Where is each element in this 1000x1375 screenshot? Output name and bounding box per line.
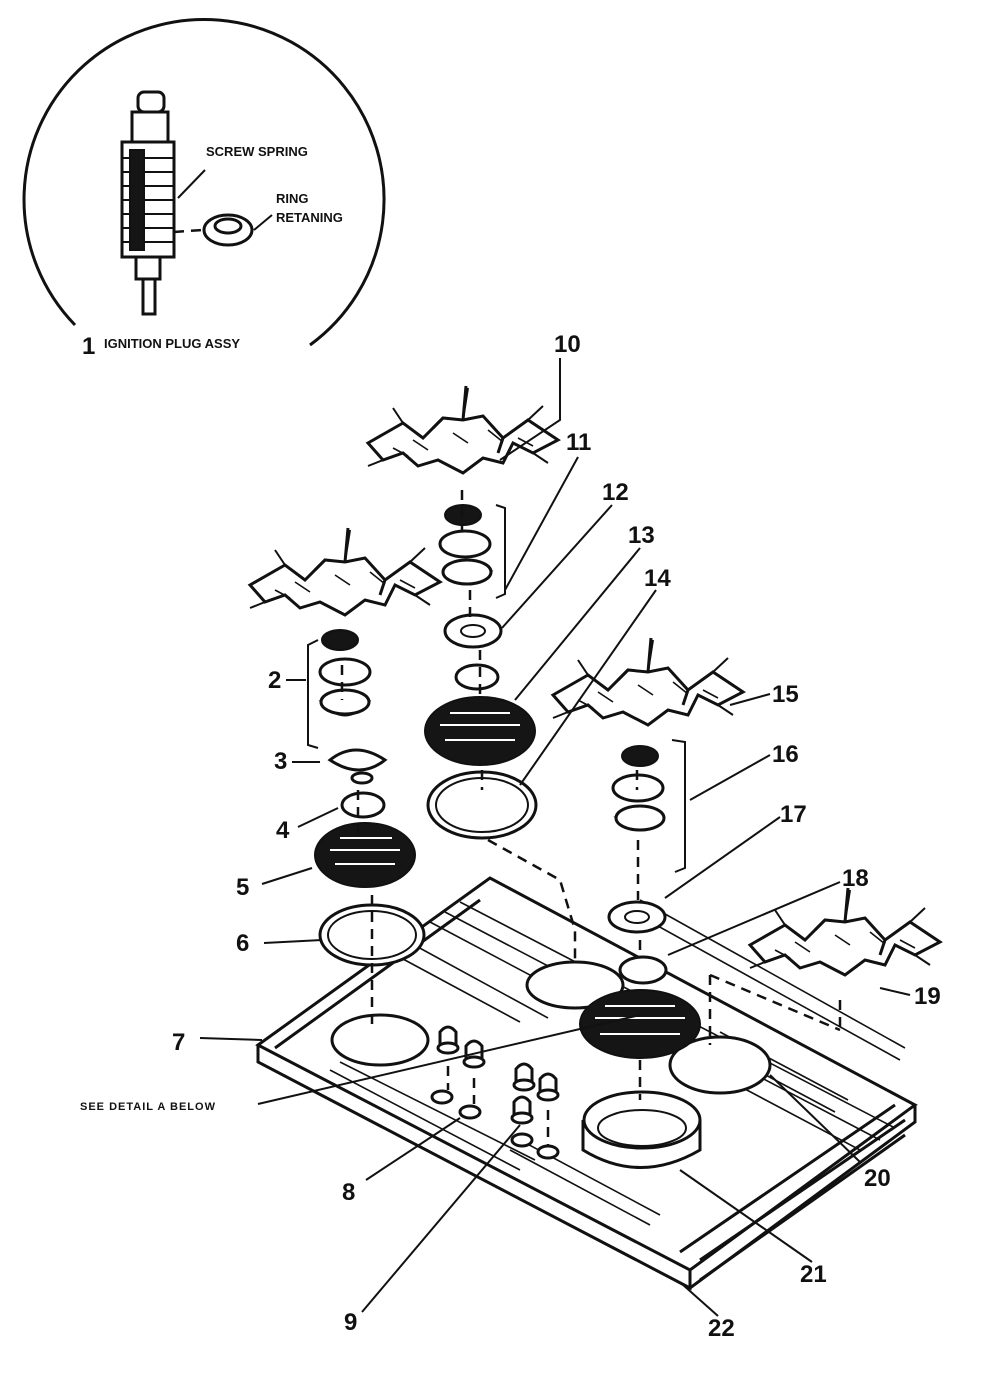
callout-6: 6 bbox=[236, 930, 249, 957]
control-knob-icon bbox=[430, 1025, 560, 1160]
callout-7: 7 bbox=[172, 1029, 185, 1056]
see-detail-a-label: SEE DETAIL A BELOW bbox=[80, 1101, 216, 1113]
callout-17: 17 bbox=[780, 801, 807, 828]
left-burner-stack bbox=[248, 526, 442, 1030]
callout-4: 4 bbox=[276, 817, 290, 844]
rear-burner-stack bbox=[366, 384, 577, 960]
callout-12: 12 bbox=[602, 479, 629, 506]
callout-21: 21 bbox=[800, 1261, 827, 1288]
detail-circle bbox=[22, 18, 386, 347]
right-burner-stack bbox=[551, 636, 745, 1100]
callout-9: 9 bbox=[344, 1309, 357, 1336]
ignition-plug-assy-label: IGNITION PLUG ASSY bbox=[104, 336, 240, 351]
callout-2: 2 bbox=[268, 667, 281, 694]
burner-opening-rear-left bbox=[525, 960, 625, 1010]
callout-13: 13 bbox=[628, 522, 655, 549]
drip-pan-icon bbox=[581, 1090, 702, 1169]
ignition-plug-icon bbox=[120, 90, 176, 316]
burner-grate-icon bbox=[551, 636, 745, 727]
retaining-ring-icon bbox=[202, 213, 254, 247]
callout-15: 15 bbox=[772, 681, 799, 708]
screw-spring-label: SCREW SPRING bbox=[206, 144, 308, 159]
burner-cap-icon bbox=[441, 558, 493, 586]
burner-grate-icon bbox=[248, 526, 442, 617]
burner-cap-icon bbox=[614, 804, 666, 832]
callout-22: 22 bbox=[708, 1315, 735, 1342]
callout-20: 20 bbox=[864, 1165, 891, 1192]
callout-5: 5 bbox=[236, 874, 249, 901]
burner-opening-rear-right bbox=[668, 1035, 772, 1095]
retaining-label: RETANING bbox=[276, 210, 343, 225]
callout-16: 16 bbox=[772, 741, 799, 768]
callout-19: 19 bbox=[914, 983, 941, 1010]
callout-11: 11 bbox=[566, 429, 591, 456]
callout-8: 8 bbox=[342, 1179, 355, 1206]
front-right-grate bbox=[708, 886, 942, 1045]
burner-grate-icon bbox=[366, 384, 560, 475]
leader-lines bbox=[199, 358, 911, 1317]
burner-cap-icon bbox=[319, 688, 371, 716]
callout-14: 14 bbox=[644, 565, 671, 592]
burner-grate-icon bbox=[748, 886, 942, 977]
ring-label: RING bbox=[276, 191, 309, 206]
burner-opening-front-left bbox=[330, 1013, 430, 1067]
callout-10: 10 bbox=[554, 331, 581, 358]
callout-18: 18 bbox=[842, 865, 869, 892]
ignition-plug-detail: SCREW SPRING RING RETANING 1 IGNITION PL… bbox=[22, 18, 386, 360]
item-1-number: 1 bbox=[82, 333, 95, 360]
callout-3: 3 bbox=[274, 748, 287, 775]
